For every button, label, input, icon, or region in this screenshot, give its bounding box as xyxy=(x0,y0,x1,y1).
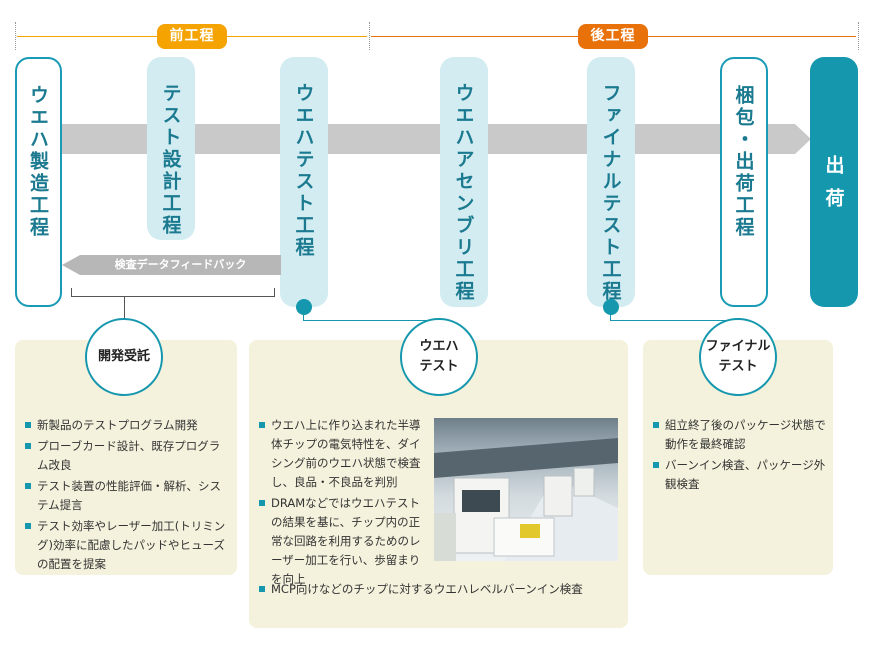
list-item: ウエハ上に作り込まれた半導体チップの電気特性を、ダイシング前のウエハ状態で検査し… xyxy=(258,416,428,492)
list-item: バーンイン検査、パッケージ外観検査 xyxy=(652,456,828,494)
development-title-circle: 開発受託 xyxy=(85,318,163,396)
final-test-connector-line xyxy=(610,312,731,321)
feedback-bracket xyxy=(71,288,275,297)
bracket-connector xyxy=(124,296,125,318)
process-label: 出荷 xyxy=(821,155,848,307)
list-item: プローブカード設計、既存プログラム改良 xyxy=(24,437,230,475)
list-item: 組立終了後のパッケージ状態で動作を最終確認 xyxy=(652,416,828,454)
wafer-test-connector-line xyxy=(303,312,441,321)
final-test-list: 組立終了後のパッケージ状態で動作を最終確認 バーンイン検査、パッケージ外観検査 xyxy=(652,416,828,496)
flow-arrow-body xyxy=(20,124,795,154)
wafer-test-list: ウエハ上に作り込まれた半導体チップの電気特性を、ダイシング前のウエハ状態で検査し… xyxy=(258,416,428,591)
process-label: ファイナルテスト工程 xyxy=(598,83,625,307)
final-test-title-line2: テスト xyxy=(718,359,757,374)
front-phase-badge: 前工程 xyxy=(157,24,227,49)
list-item: MCP向けなどのチップに対するウエハレベルバーンイン検査 xyxy=(258,580,623,599)
process-packing-shipping: 梱包・出荷工程 xyxy=(720,57,768,307)
phase-start-tick xyxy=(15,22,16,50)
process-label: ウエハ製造工程 xyxy=(25,85,52,305)
process-label: テスト設計工程 xyxy=(158,83,185,240)
development-list: 新製品のテストプログラム開発 プローブカード設計、既存プログラム改良 テスト装置… xyxy=(24,416,230,576)
phase-end-tick xyxy=(858,22,859,50)
development-title: 開発受託 xyxy=(98,347,150,367)
process-label: ウエハアセンブリ工程 xyxy=(451,83,478,307)
process-label: ウエハテスト工程 xyxy=(291,83,318,307)
back-phase-badge: 後工程 xyxy=(578,24,648,49)
process-wafer-test: ウエハテスト工程 xyxy=(280,57,328,307)
final-test-title-line1: ファイナル xyxy=(706,339,771,354)
list-item: テスト効率やレーザー加工(トリミング)効率に配慮したパッドやヒューズの配置を提案 xyxy=(24,517,230,574)
process-shipment: 出荷 xyxy=(810,57,858,307)
process-wafer-manufacturing: ウエハ製造工程 xyxy=(15,57,62,307)
feedback-arrow-head xyxy=(62,255,80,275)
list-item: テスト装置の性能評価・解析、システム提言 xyxy=(24,477,230,515)
list-item: DRAMなどではウエハテストの結果を基に、チップ内の正常な回路を利用するためのレ… xyxy=(258,494,428,589)
final-test-title: ファイナルテスト xyxy=(706,337,771,377)
process-final-test: ファイナルテスト工程 xyxy=(587,57,635,307)
process-label: 梱包・出荷工程 xyxy=(731,85,758,305)
process-wafer-assembly: ウエハアセンブリ工程 xyxy=(440,57,488,307)
feedback-arrow: 検査データフィードバック xyxy=(80,255,281,275)
wafer-test-title-circle: ウエハテスト xyxy=(400,318,478,396)
final-test-title-circle: ファイナルテスト xyxy=(699,318,777,396)
wafer-test-title-line2: テスト xyxy=(419,359,458,374)
cleanroom-photo xyxy=(434,418,618,561)
flow-arrow-head xyxy=(795,124,811,154)
wafer-test-title-line1: ウエハ xyxy=(419,339,458,354)
cleanroom-photo-art xyxy=(434,418,618,561)
list-item: 新製品のテストプログラム開発 xyxy=(24,416,230,435)
wafer-test-title: ウエハテスト xyxy=(419,337,458,377)
wafer-test-list-wide: MCP向けなどのチップに対するウエハレベルバーンイン検査 xyxy=(258,580,623,601)
phase-divider-tick xyxy=(369,22,370,50)
process-test-design: テスト設計工程 xyxy=(147,57,195,240)
